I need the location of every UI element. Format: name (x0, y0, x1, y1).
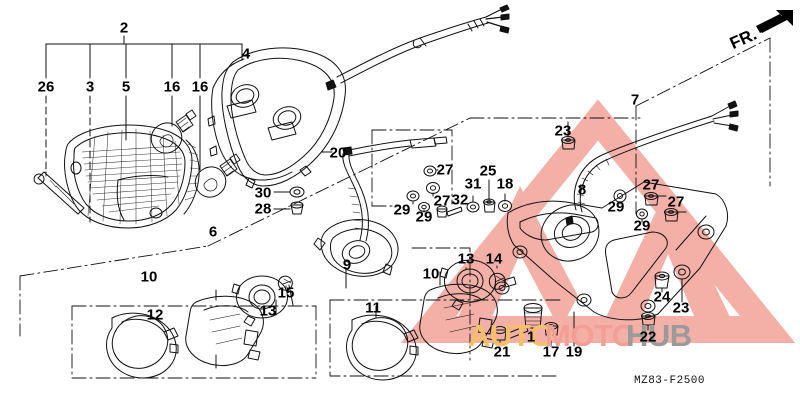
callout-21: 21 (493, 343, 511, 361)
callout-23: 23 (672, 299, 690, 317)
callout-4: 4 (241, 45, 251, 63)
callout-16: 16 (191, 78, 209, 96)
callout-15: 15 (277, 284, 295, 302)
watermark-word-auto: AUTO (468, 318, 554, 353)
callout-25: 25 (479, 162, 497, 180)
callout-5: 5 (121, 78, 131, 96)
callout-18: 18 (496, 175, 514, 193)
callout-27: 27 (433, 192, 451, 210)
callout-6: 6 (208, 223, 218, 241)
callout-30: 30 (254, 184, 272, 202)
callout-28: 28 (254, 200, 272, 218)
callout-10: 10 (422, 265, 440, 283)
callout-11: 11 (365, 299, 381, 317)
callout-10: 10 (140, 268, 158, 286)
callout-22: 22 (639, 328, 657, 346)
callout-16: 16 (163, 78, 181, 96)
callout-12: 12 (146, 306, 164, 324)
callout-29: 29 (633, 217, 651, 235)
callout-9: 9 (342, 256, 352, 274)
watermark-word-moto: MOTO (545, 318, 636, 353)
callout-27: 27 (642, 176, 660, 194)
callout-26: 26 (37, 78, 55, 96)
callout-3: 3 (85, 78, 95, 96)
callout-29: 29 (607, 198, 625, 216)
callout-8: 8 (577, 181, 587, 199)
callout-31: 31 (464, 175, 482, 193)
callout-13: 13 (457, 250, 475, 268)
callout-19: 19 (565, 343, 583, 361)
watermark-m-left (452, 186, 578, 330)
callout-29: 29 (415, 208, 433, 226)
diagram-code: MZ83-F2500 (634, 375, 706, 387)
watermark-m-right (600, 186, 736, 330)
callout-13: 13 (259, 302, 277, 320)
callout-27: 27 (436, 161, 454, 179)
callout-24: 24 (653, 288, 671, 306)
watermark-base-bar (430, 316, 766, 334)
arrow-up-right-icon (756, 10, 793, 33)
callout-2: 2 (119, 19, 129, 37)
callout-23: 23 (554, 122, 572, 140)
callout-32: 32 (451, 191, 469, 209)
callout-17: 17 (542, 343, 560, 361)
callout-27: 27 (667, 193, 685, 211)
callout-7: 7 (630, 91, 640, 109)
callout-14: 14 (485, 250, 503, 268)
callout-20: 20 (329, 144, 347, 162)
callout-1: 1 (526, 328, 536, 346)
watermark-word-hub: HUB (626, 318, 692, 353)
callout-29: 29 (393, 201, 411, 219)
